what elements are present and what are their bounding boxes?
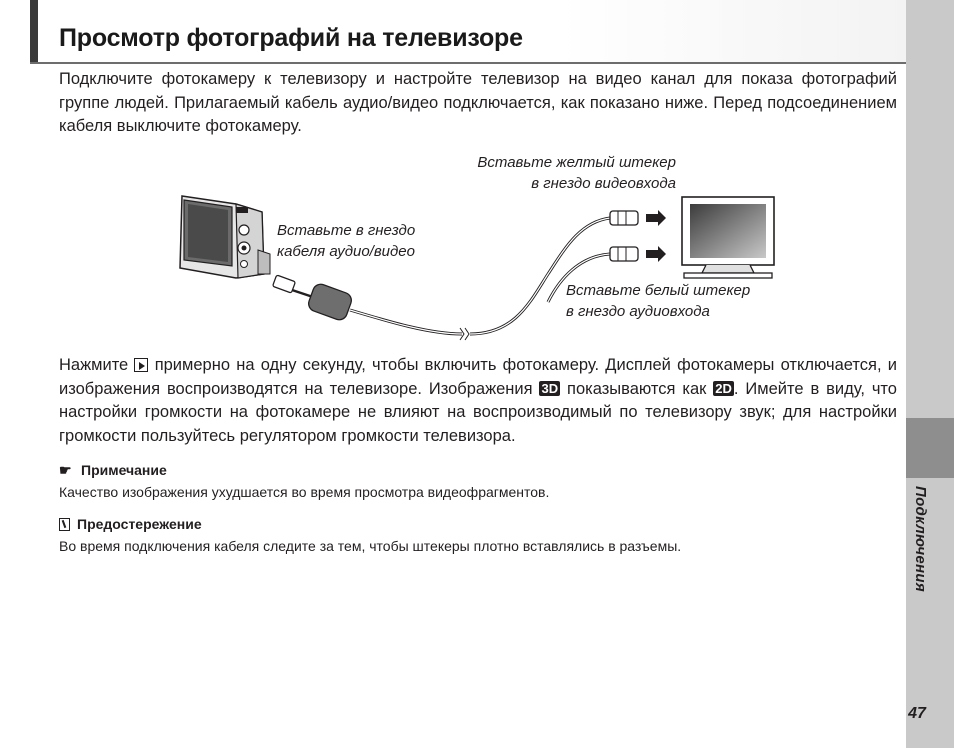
playback-button-icon [134, 358, 149, 372]
title-divider [30, 62, 906, 64]
pointing-hand-icon: ☛ [59, 462, 72, 478]
body-text: показываются как [560, 379, 714, 398]
av-cable-icon [272, 210, 666, 341]
badge-3d: 3D [539, 380, 561, 396]
note-text: Качество изображения ухудшается во время… [59, 484, 550, 500]
caption-line: Вставьте в гнездо [277, 222, 416, 239]
camera-icon [179, 195, 271, 279]
page-number: 47 [908, 705, 926, 722]
body-text: Нажмите [59, 356, 135, 374]
body-text: . Имейте в виду, что настройки громкости… [59, 379, 897, 445]
television-icon [681, 196, 775, 279]
caution-text: Во время подключения кабеля следите за т… [59, 538, 682, 554]
caption-line: в гнездо видеовхода [531, 175, 676, 192]
caption-line: кабеля аудио/видео [277, 243, 415, 260]
caption-line: Вставьте белый штекер [566, 282, 751, 299]
caption-line: в гнездо аудиовхода [566, 303, 710, 320]
caution-icon [59, 518, 70, 531]
note-heading: ☛ Примечание [59, 462, 167, 479]
caption-line: Вставьте желтый штекер [477, 154, 676, 171]
note-heading-text: Примечание [81, 462, 167, 478]
caution-heading-text: Предостережение [77, 516, 202, 532]
sidebar [906, 0, 954, 748]
title-background [38, 0, 906, 62]
body-text: примерно на одну секунду, чтобы включить… [59, 356, 897, 398]
section-tab [906, 418, 954, 478]
caption-yellow-plug: Вставьте желтый штекер в гнездо видеовхо… [477, 152, 676, 194]
badge-2d: 2D [713, 380, 734, 396]
caution-heading: Предостережение [59, 516, 202, 532]
title-accent-bar [30, 0, 38, 62]
connection-illustration [179, 195, 666, 341]
body-paragraph: Нажмите примерно на одну секунду, чтобы … [59, 354, 897, 448]
caption-av-socket: Вставьте в гнездо кабеля аудио/видео [277, 220, 415, 262]
intro-paragraph: Подключите фотокамеру к телевизору и нас… [59, 70, 897, 135]
section-label: Подключения [912, 486, 929, 593]
caption-white-plug: Вставьте белый штекер в гнездо аудиовход… [566, 280, 750, 322]
page-title: Просмотр фотографий на телевизоре [59, 24, 523, 52]
